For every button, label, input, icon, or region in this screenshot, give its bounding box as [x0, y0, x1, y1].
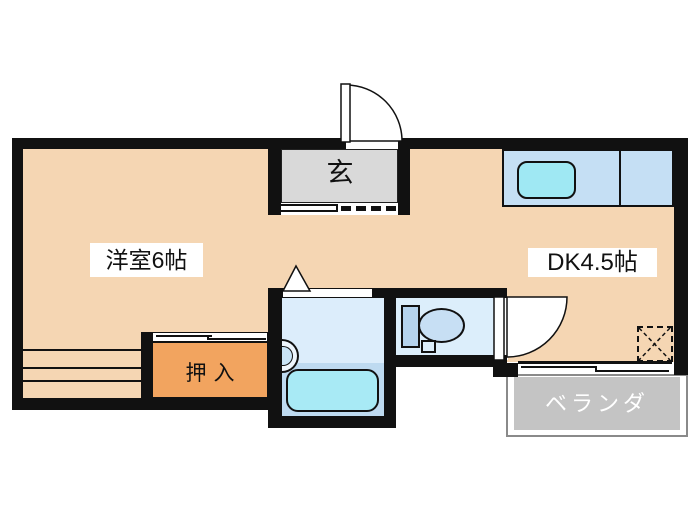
floor-steps: [23, 367, 141, 369]
window-panel-line: [521, 366, 596, 368]
entrance-door: [340, 83, 351, 143]
entrance-left-wall: [268, 138, 281, 215]
room-label-western-room: 洋室6帖: [90, 243, 203, 277]
room-label-closet: 押入: [185, 362, 242, 385]
room-label-veranda: ベランダ: [544, 391, 649, 416]
entrance-step-dashed-edge: [341, 206, 396, 211]
toilet-bottom-wall: [396, 355, 507, 367]
closet-left-wall: [141, 332, 152, 410]
window-panel-joint: [595, 366, 597, 372]
kitchen-counter-divider: [619, 149, 621, 207]
top-wall-right: [400, 138, 688, 149]
closet-door-joint: [207, 335, 209, 340]
room-label-entrance: 玄: [326, 158, 354, 188]
window-panel-line: [596, 370, 669, 372]
toilet-bowl: [418, 308, 465, 343]
bathtub: [286, 369, 379, 412]
entrance-floor: [281, 149, 398, 203]
refrigerator-space: [637, 326, 673, 362]
right-wall: [674, 138, 688, 375]
bathroom-doorway: [282, 288, 373, 298]
entrance-step: [274, 204, 338, 212]
washroom-floor: [282, 298, 384, 363]
closet-sliding-door: [152, 332, 268, 342]
veranda-floor: [514, 377, 680, 430]
closet-door-line: [208, 338, 266, 340]
closet-door-line: [156, 335, 212, 337]
bathroom-right-wall: [384, 288, 396, 428]
left-wall: [12, 138, 23, 410]
bathroom-bottom-wall: [268, 416, 396, 428]
floor-steps: [23, 380, 141, 382]
bathroom-toilet-top-wall: [373, 288, 507, 298]
room-label-dining-kitchen: DK4.5帖: [528, 248, 657, 277]
entrance-door-swing: [345, 84, 403, 142]
bathroom-left-wall: [268, 288, 282, 428]
closet-floor: [152, 342, 268, 398]
top-wall-left: [12, 138, 346, 149]
floor-steps: [23, 349, 141, 351]
toilet-doorway-gap: [494, 298, 508, 360]
toilet-paper-holder: [421, 340, 436, 353]
kitchen-sink: [517, 161, 576, 199]
entrance-right-wall: [398, 138, 410, 215]
bottom-wall: [12, 398, 270, 410]
wall-stub: [493, 363, 518, 377]
